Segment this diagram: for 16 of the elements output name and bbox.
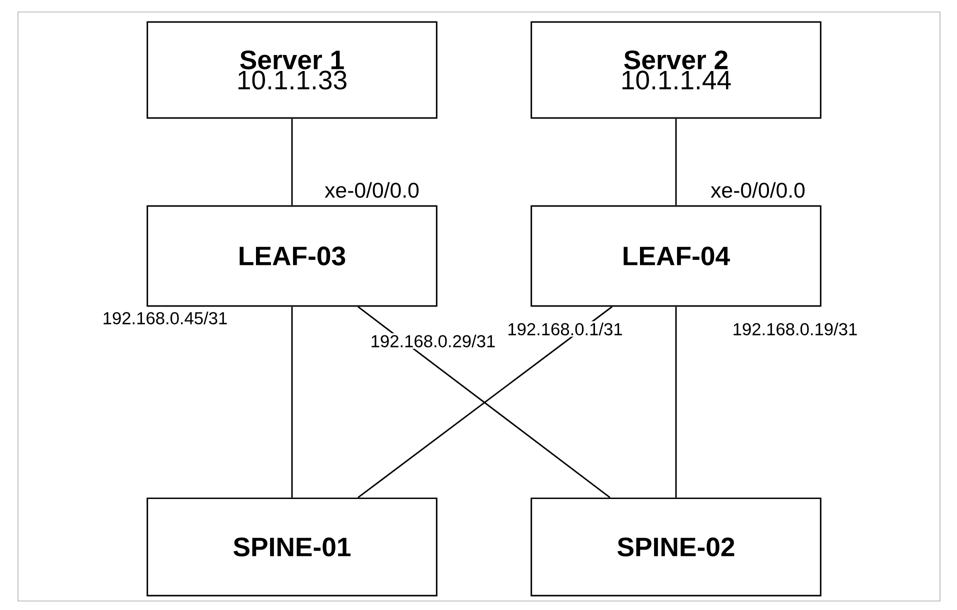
leaf-switch-box: LEAF-04 [530,205,822,307]
connector-line [291,306,293,498]
server-box: Server 1 10.1.1.33 [146,21,438,119]
connector-line [675,306,677,498]
interface-label: 192.168.0.1/31 [506,321,624,337]
server-box: Server 2 10.1.1.44 [530,21,822,119]
spine-switch-box: SPINE-01 [146,498,438,596]
interface-label: 192.168.0.29/31 [369,333,497,349]
interface-label: 192.168.0.45/31 [101,310,229,326]
connector-line [675,118,677,206]
leaf-switch-box: LEAF-03 [146,205,438,307]
interface-label: xe-0/0/0.0 [323,180,421,200]
connector-line [291,118,293,206]
interface-label: 192.168.0.19/31 [731,321,859,337]
interface-label: xe-0/0/0.0 [709,180,807,200]
spine-switch-box: SPINE-02 [530,498,822,596]
